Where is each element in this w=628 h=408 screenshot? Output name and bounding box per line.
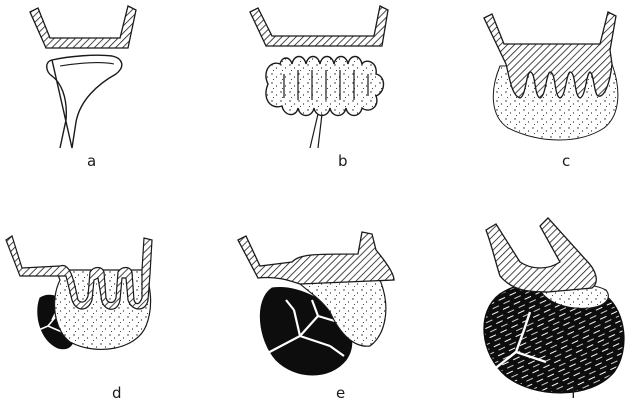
panel-label-e: e: [336, 384, 345, 402]
panel-label-c: c: [562, 152, 570, 170]
panel-label-a: a: [87, 152, 96, 170]
gland-tube: [47, 55, 122, 148]
panel-e: [238, 232, 394, 375]
panel-b: [250, 6, 388, 148]
epithelium-wall: [250, 6, 388, 46]
epithelium-wall: [238, 232, 394, 284]
epithelium-wall: [486, 218, 596, 292]
epithelium-wall: [30, 6, 136, 48]
panel-f: [478, 218, 624, 393]
panel-a: [30, 6, 136, 148]
panel-label-f: f: [571, 384, 576, 402]
panel-d: [6, 236, 152, 349]
panel-label-b: b: [338, 152, 348, 170]
panel-label-d: d: [112, 384, 122, 402]
panel-c: [484, 12, 618, 140]
